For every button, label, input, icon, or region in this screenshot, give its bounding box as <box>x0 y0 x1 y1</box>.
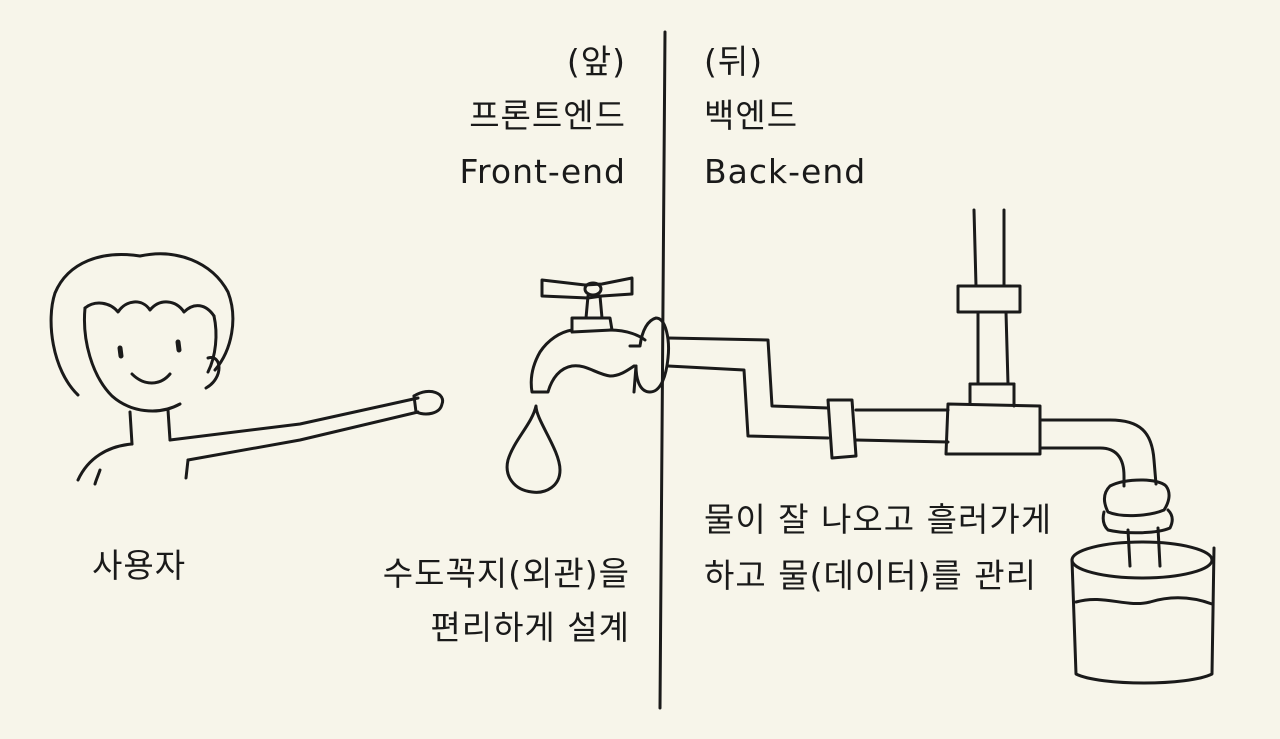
backend-desc-line2: 하고 물(데이터)를 관리 <box>704 556 1037 595</box>
water-tank-icon <box>1070 540 1216 685</box>
frontend-english-label: Front-end <box>459 152 626 191</box>
backend-paren-label: (뒤) <box>704 42 764 81</box>
frontend-desc-line1: 수도꼭지(외관)을 <box>382 554 630 593</box>
faucet-icon <box>505 276 670 494</box>
backend-english-label: Back-end <box>704 152 867 191</box>
pipe-icon <box>666 208 1174 568</box>
divider-line <box>658 30 667 710</box>
frontend-paren-label: (앞) <box>566 42 626 81</box>
user-icon <box>49 252 445 486</box>
frontend-korean-label: 프론트엔드 <box>469 96 626 135</box>
user-label: 사용자 <box>92 546 187 585</box>
backend-korean-label: 백엔드 <box>704 96 799 135</box>
backend-desc-line1: 물이 잘 나오고 흘러가게 <box>704 500 1053 539</box>
frontend-desc-line2: 편리하게 설계 <box>430 608 630 647</box>
